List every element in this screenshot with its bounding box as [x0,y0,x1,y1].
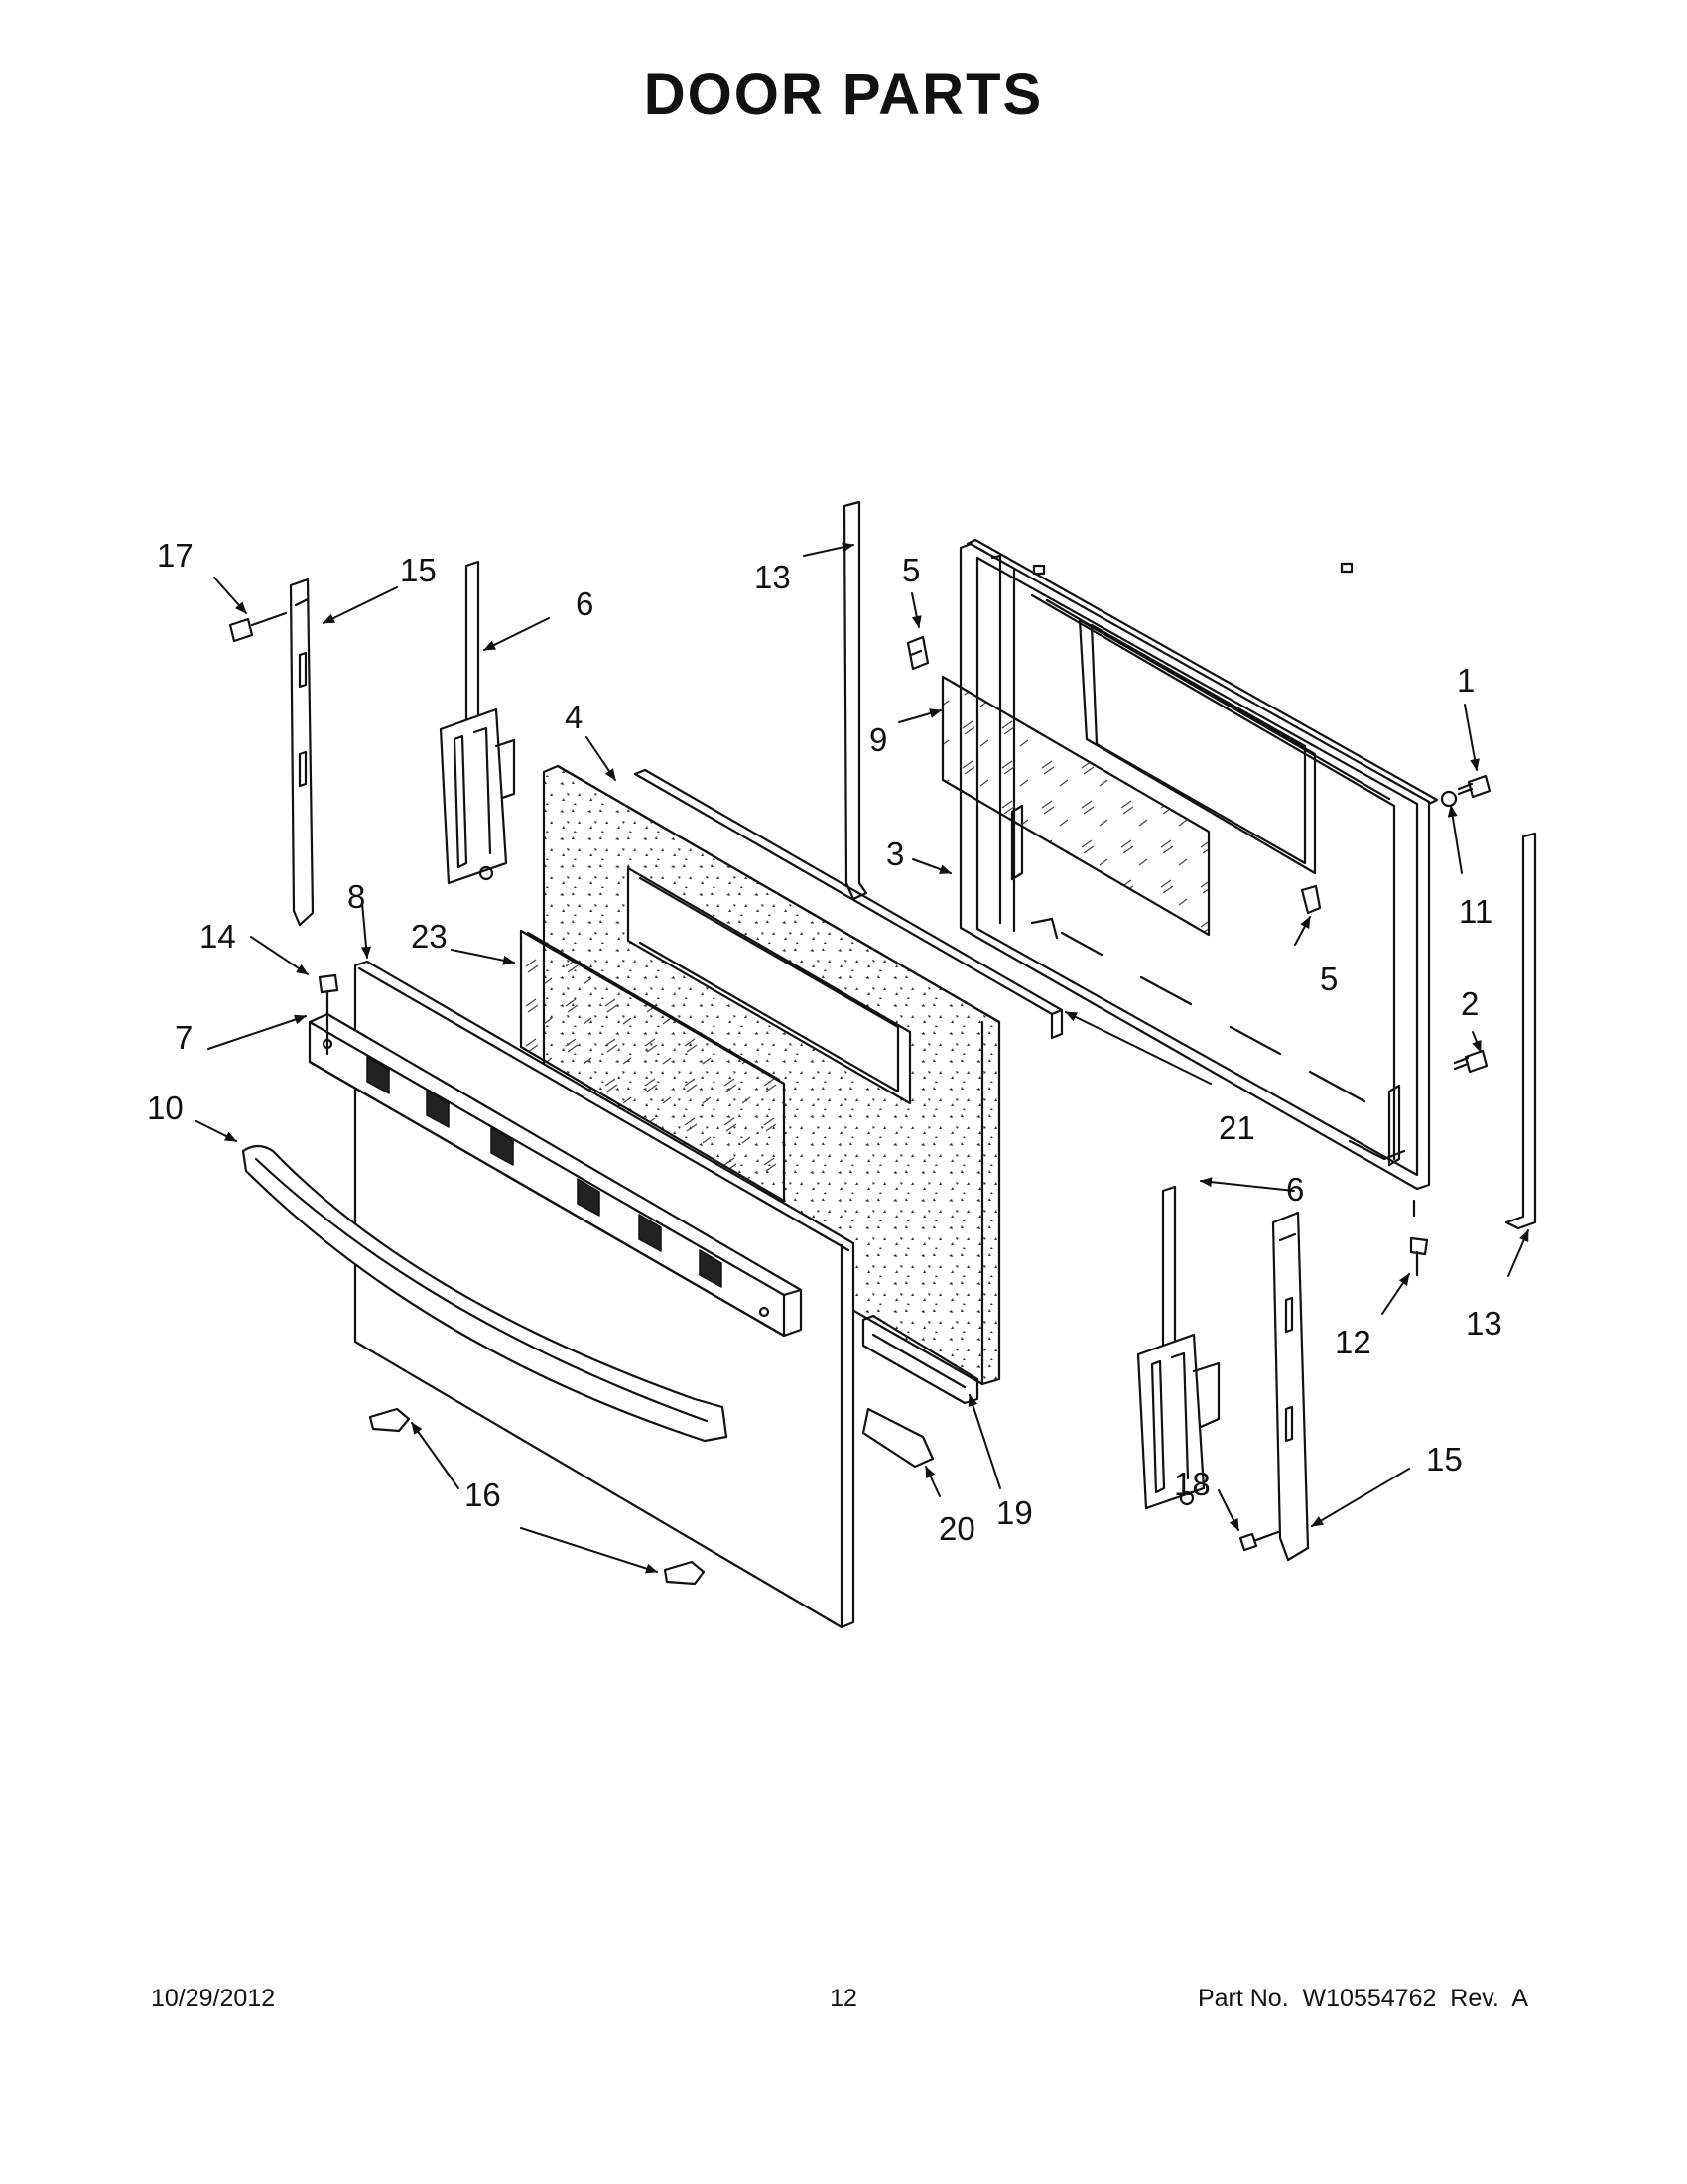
hinge-receiver-part [368,1407,706,1586]
callout-16: 16 [464,1477,501,1513]
callout-11: 11 [1459,893,1492,930]
door-hinge-part [439,560,1221,1510]
callout-6: 6 [1286,1171,1304,1208]
page-title: DOOR PARTS [643,63,1044,127]
door-handle-part [241,1144,728,1443]
footer-page-number: 12 [830,1985,857,2012]
door-gasket-part [633,768,1064,1040]
callout-5: 5 [902,552,920,588]
callout-14: 14 [199,918,236,955]
inner-window-glass-part [941,675,1211,937]
callout-9: 9 [869,721,887,758]
door-vent-trim-part [308,1012,803,1338]
hinge-bracket-part [289,578,1310,1562]
leader-lines [195,542,1529,1574]
door-insulation-strip-part [843,500,1537,1230]
callout-3: 3 [886,835,904,872]
callout-23: 23 [411,918,448,955]
callout-13: 13 [754,559,791,595]
callout-labels: 17 15 6 4 13 5 1 9 3 11 5 2 21 6 12 13 8… [147,537,1502,1547]
callout-15: 15 [400,552,437,588]
screw-part [318,973,339,1016]
callout-6: 6 [576,585,593,622]
callout-13: 13 [1466,1305,1502,1342]
callout-10: 10 [147,1090,184,1126]
callout-20: 20 [939,1510,975,1547]
footer-part-number: Part No. W10554762 Rev. A [1197,1985,1528,2012]
callout-17: 17 [157,537,194,574]
clip-part [906,635,1322,915]
callout-12: 12 [1335,1324,1371,1360]
callout-1: 1 [1457,662,1475,699]
callout-2: 2 [1461,985,1479,1022]
screw-part [1409,774,1492,1277]
footer-date: 10/29/2012 [151,1985,276,2012]
callout-5: 5 [1320,961,1338,997]
callout-18: 18 [1174,1466,1211,1502]
inner-glass-part [519,929,786,1203]
door-bottom-trim-part [861,1407,935,1469]
callout-4: 4 [565,699,583,735]
callout-19: 19 [996,1494,1033,1531]
callout-8: 8 [347,878,365,915]
callout-7: 7 [175,1019,193,1056]
callout-15: 15 [1426,1441,1463,1477]
screw-part [228,611,1280,1552]
callout-21: 21 [1219,1109,1255,1146]
